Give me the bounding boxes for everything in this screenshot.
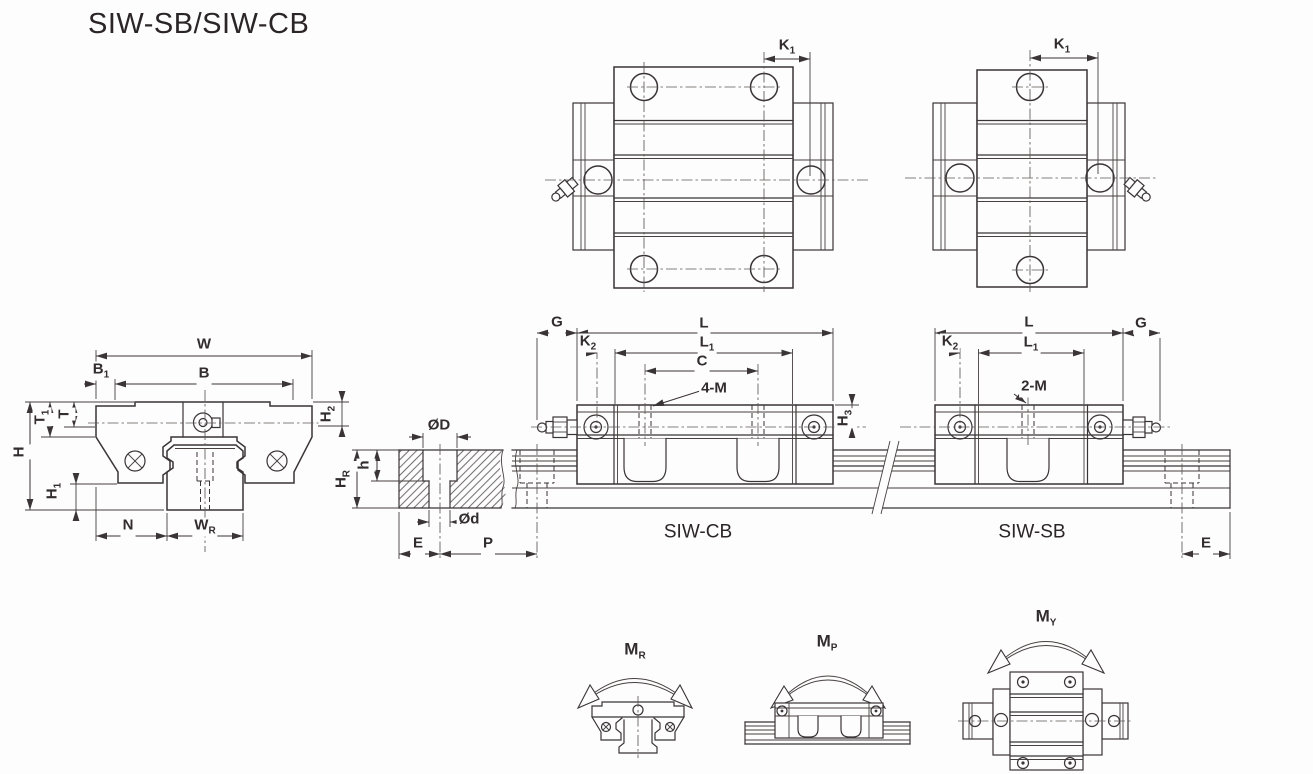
dim-label-l-sb: L [1022,314,1036,334]
dim-label-k2-sb: K2 [939,332,961,353]
dim-label-l1-cb: L1 [697,333,717,354]
retainer-screw [124,450,146,472]
moment-label-mp: MP [816,631,838,654]
dim-label-h3: H3 [834,407,855,429]
dim-label-e-left: E [410,535,426,555]
moment-mp [744,675,911,745]
dim-label-c: C [694,353,710,373]
thread-callout-2m: 2-M [1019,378,1049,398]
front-dimensions [25,350,349,541]
side-view-cb [536,328,859,485]
side-view-sb [934,328,1162,485]
caption-siw-cb: SIW-CB [663,521,733,543]
dim-k1-sb [1030,52,1099,174]
dim-label-b1: B1 [90,360,112,381]
dim-label-n: N [120,517,136,537]
moment-label-my: MY [1035,606,1057,629]
dim-label-wr: WR [192,516,218,537]
dim-label-k1-sb: K1 [1051,35,1073,56]
thread-pocket [1006,437,1050,483]
front-view [25,350,349,541]
arrow-head [670,683,694,710]
dim-label-k2-cb: K2 [577,332,599,353]
dim-k1-cb [764,52,811,176]
arrow-head [986,648,1011,675]
moment-label-mr: MR [624,639,646,662]
rail-break [872,441,899,514]
dim-label-l-cb: L [697,315,711,335]
dim-label-g-cb: G [549,314,565,334]
moment-my [962,641,1129,771]
dim-label-od: ØD [425,417,453,437]
dim-label-h1: H1 [43,480,64,502]
dim-label-t1: T1 [31,407,52,427]
grease-nipple [1123,176,1151,202]
arrow-head [576,683,600,710]
moment-mr [576,678,694,754]
caption-siw-sb: SIW-SB [998,521,1066,543]
dim-label-l1-sb: L1 [1021,333,1041,354]
centerlines [88,50,1183,758]
dim-label-h: H [11,444,31,460]
thread-pocket [736,437,780,483]
grease-nipple-front [192,412,221,433]
retainer-screw [266,450,288,472]
thread-callout-4m: 4-M [699,380,729,400]
dim-label-e-right: E [1198,535,1214,555]
dim-label-h-bore: h [356,458,376,472]
dim-label-p: P [480,535,496,555]
block-outline [95,401,313,484]
rail-bolt-detail [352,433,537,559]
counterbore-hole [422,449,458,509]
dim-label-od-small: Ød [456,511,482,531]
dim-label-w: W [194,336,214,356]
dim-label-k1-cb: K1 [776,36,798,57]
dim-label-g-sb: G [1133,315,1149,335]
thread-pocket [623,437,667,483]
rail-section [166,444,244,511]
page-title: SIW-SB/SIW-CB [88,8,310,40]
dim-label-hr: HR [332,467,353,491]
dim-label-h2: H2 [317,403,338,425]
arrow-head [1081,648,1106,675]
top-view-sb [932,52,1151,288]
dim-label-t: T [56,407,76,421]
dim-label-b: B [196,365,212,385]
detail-dimensions [352,433,537,559]
